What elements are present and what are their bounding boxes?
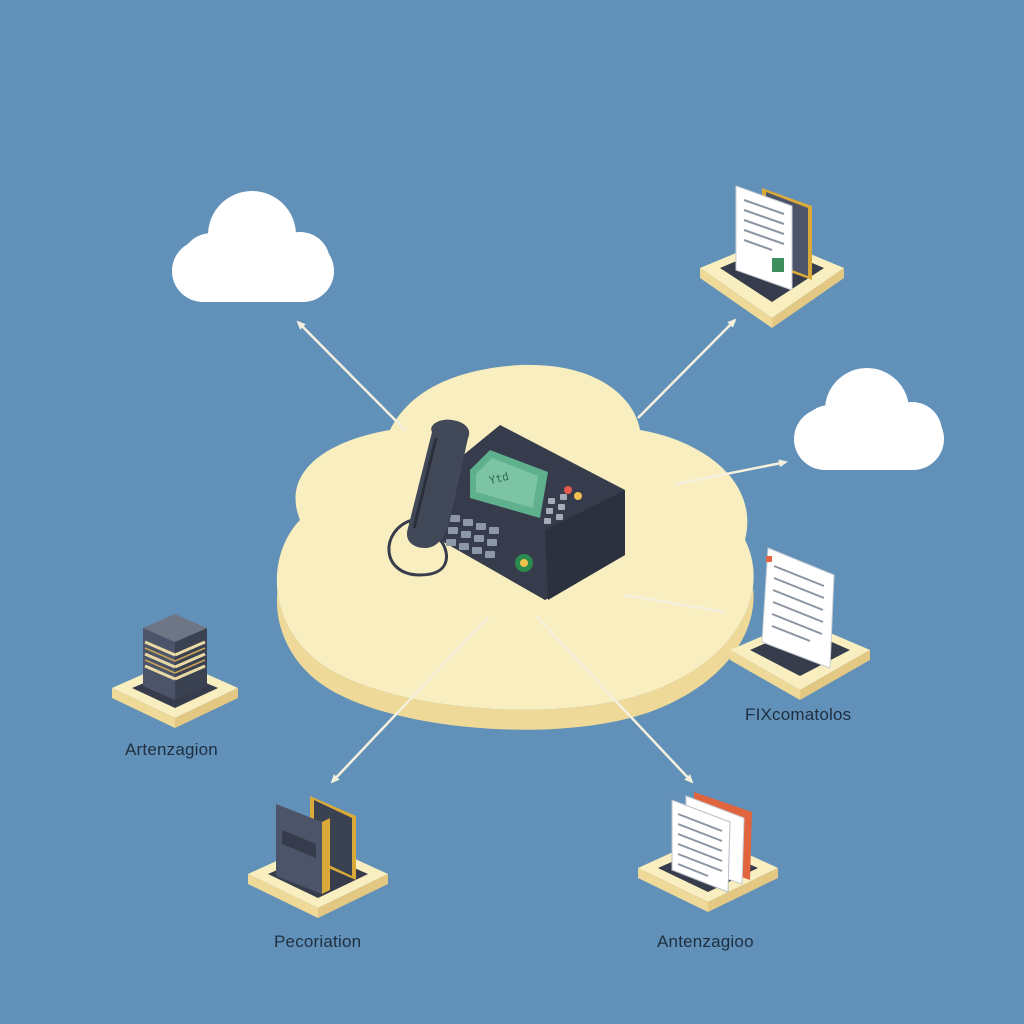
document-folder-icon [735,185,812,291]
arrow-to-top-right-folder [637,318,737,419]
desk-phone-icon [387,419,625,600]
left-server-node [112,614,238,728]
arrow-to-bottom-right [536,616,694,784]
label-bottom-right: Antenzagioo [657,932,754,951]
bottom-left-node [248,796,388,918]
label-right-document: FIXcomatolos [745,705,852,724]
server-stack-icon [143,614,207,700]
arrow-to-right-document [624,593,726,614]
right-document-node [730,547,870,700]
connectors [296,318,788,784]
arrow-to-top-left-cloud [296,320,406,431]
cloud-icon [172,191,334,302]
cloud-icon [794,368,944,470]
book-binder-icon [276,796,356,894]
document-stack-icon [671,792,752,893]
arrow-to-right-cloud [675,459,788,486]
arrow-to-bottom-left [330,616,489,784]
label-left-server: Artenzagion [125,740,218,759]
label-bottom-left: Pecoriation [274,932,362,951]
top-right-node [700,185,844,328]
bottom-right-node [638,792,778,912]
document-icon [761,547,835,669]
